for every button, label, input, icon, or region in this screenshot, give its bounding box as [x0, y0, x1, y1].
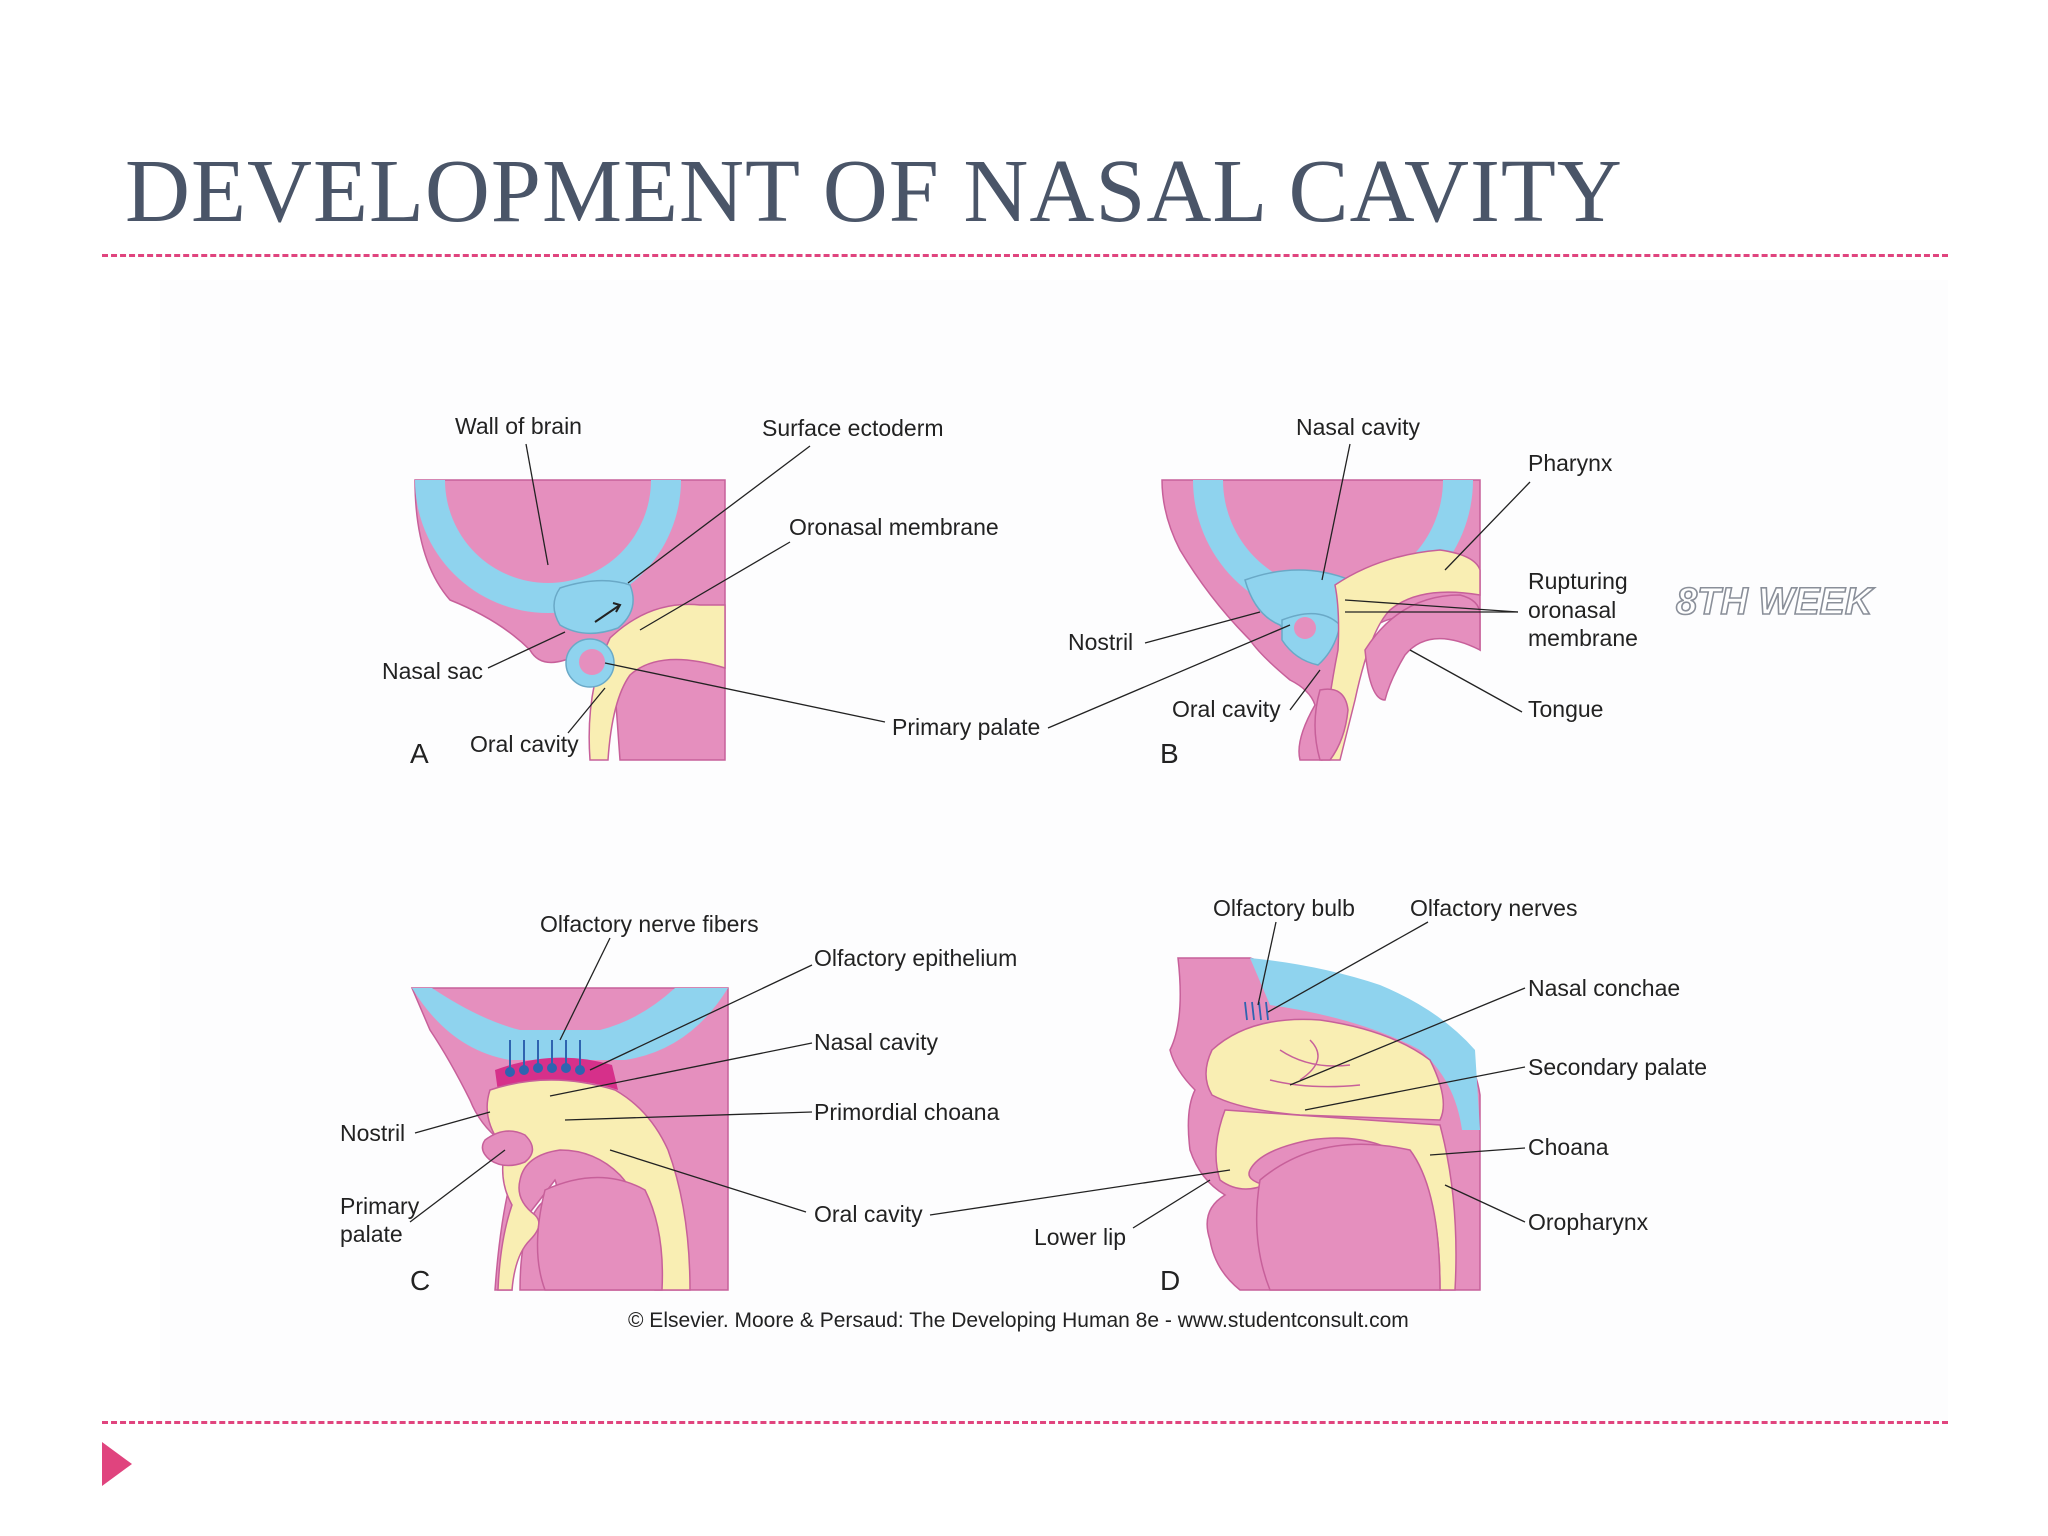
- label-oral-cavity: Oral cavity: [470, 731, 579, 757]
- label-surface-ectoderm: Surface ectoderm: [762, 415, 944, 441]
- label-primordial-choana: Primordial choana: [814, 1099, 1000, 1125]
- label-oronasal: oronasal: [1528, 597, 1616, 623]
- label-nasal-cavity: Nasal cavity: [1296, 414, 1420, 440]
- label-oral-cavity: Oral cavity: [814, 1201, 923, 1227]
- panel-letter-c: C: [410, 1265, 430, 1296]
- label-olfactory-bulb: Olfactory bulb: [1213, 895, 1355, 921]
- week-badge: 8TH WEEK: [1676, 581, 1875, 623]
- primary-palate-core: [579, 649, 605, 675]
- label-nasal-conchae: Nasal conchae: [1528, 975, 1680, 1001]
- label-primary: Primary: [340, 1193, 420, 1219]
- label-olfactory-nerves: Olfactory nerves: [1410, 895, 1577, 921]
- nasal-sac: [554, 581, 633, 634]
- label-rupturing: Rupturing: [1528, 568, 1628, 594]
- figure-credit: © Elsevier. Moore & Persaud: The Develop…: [628, 1309, 1409, 1332]
- label-nostril: Nostril: [1068, 629, 1133, 655]
- tongue: [538, 1178, 663, 1291]
- primary-palate: [1294, 617, 1316, 639]
- slide-bullet-icon: [102, 1442, 132, 1486]
- label-olfactory-nerve-fibers: Olfactory nerve fibers: [540, 911, 759, 937]
- bottom-divider: [102, 1421, 1948, 1424]
- label-nasal-sac: Nasal sac: [382, 658, 483, 684]
- panel-d: Olfactory bulb Olfactory nerves Nasal co…: [930, 895, 1707, 1296]
- label-tongue: Tongue: [1528, 696, 1603, 722]
- label-oronasal-membrane: Oronasal membrane: [789, 514, 999, 540]
- label-wall-of-brain: Wall of brain: [455, 413, 582, 439]
- label-olfactory-epithelium: Olfactory epithelium: [814, 945, 1017, 971]
- label-choana: Choana: [1528, 1134, 1609, 1160]
- label-nasal-cavity: Nasal cavity: [814, 1029, 938, 1055]
- panel-letter-b: B: [1160, 738, 1179, 769]
- label-pharynx: Pharynx: [1528, 450, 1613, 476]
- panel-b: Nasal cavity Pharynx Rupturing oronasal …: [1048, 414, 1875, 769]
- panel-letter-d: D: [1160, 1265, 1180, 1296]
- label-oropharynx: Oropharynx: [1528, 1209, 1649, 1235]
- label-oral-cavity: Oral cavity: [1172, 696, 1281, 722]
- label-secondary-palate: Secondary palate: [1528, 1054, 1707, 1080]
- label-nostril: Nostril: [340, 1120, 405, 1146]
- panel-a: Wall of brain Surface ectoderm Oronasal …: [382, 413, 1040, 769]
- label-primary-palate: Primary palate: [892, 714, 1040, 740]
- primary-palate: [482, 1131, 532, 1166]
- label-lower-lip: Lower lip: [1034, 1224, 1126, 1250]
- label-palate: palate: [340, 1221, 403, 1247]
- tongue: [1257, 1144, 1440, 1290]
- panel-letter-a: A: [410, 738, 429, 769]
- label-membrane: membrane: [1528, 625, 1638, 651]
- panel-c: Olfactory nerve fibers Olfactory epithel…: [340, 911, 1017, 1296]
